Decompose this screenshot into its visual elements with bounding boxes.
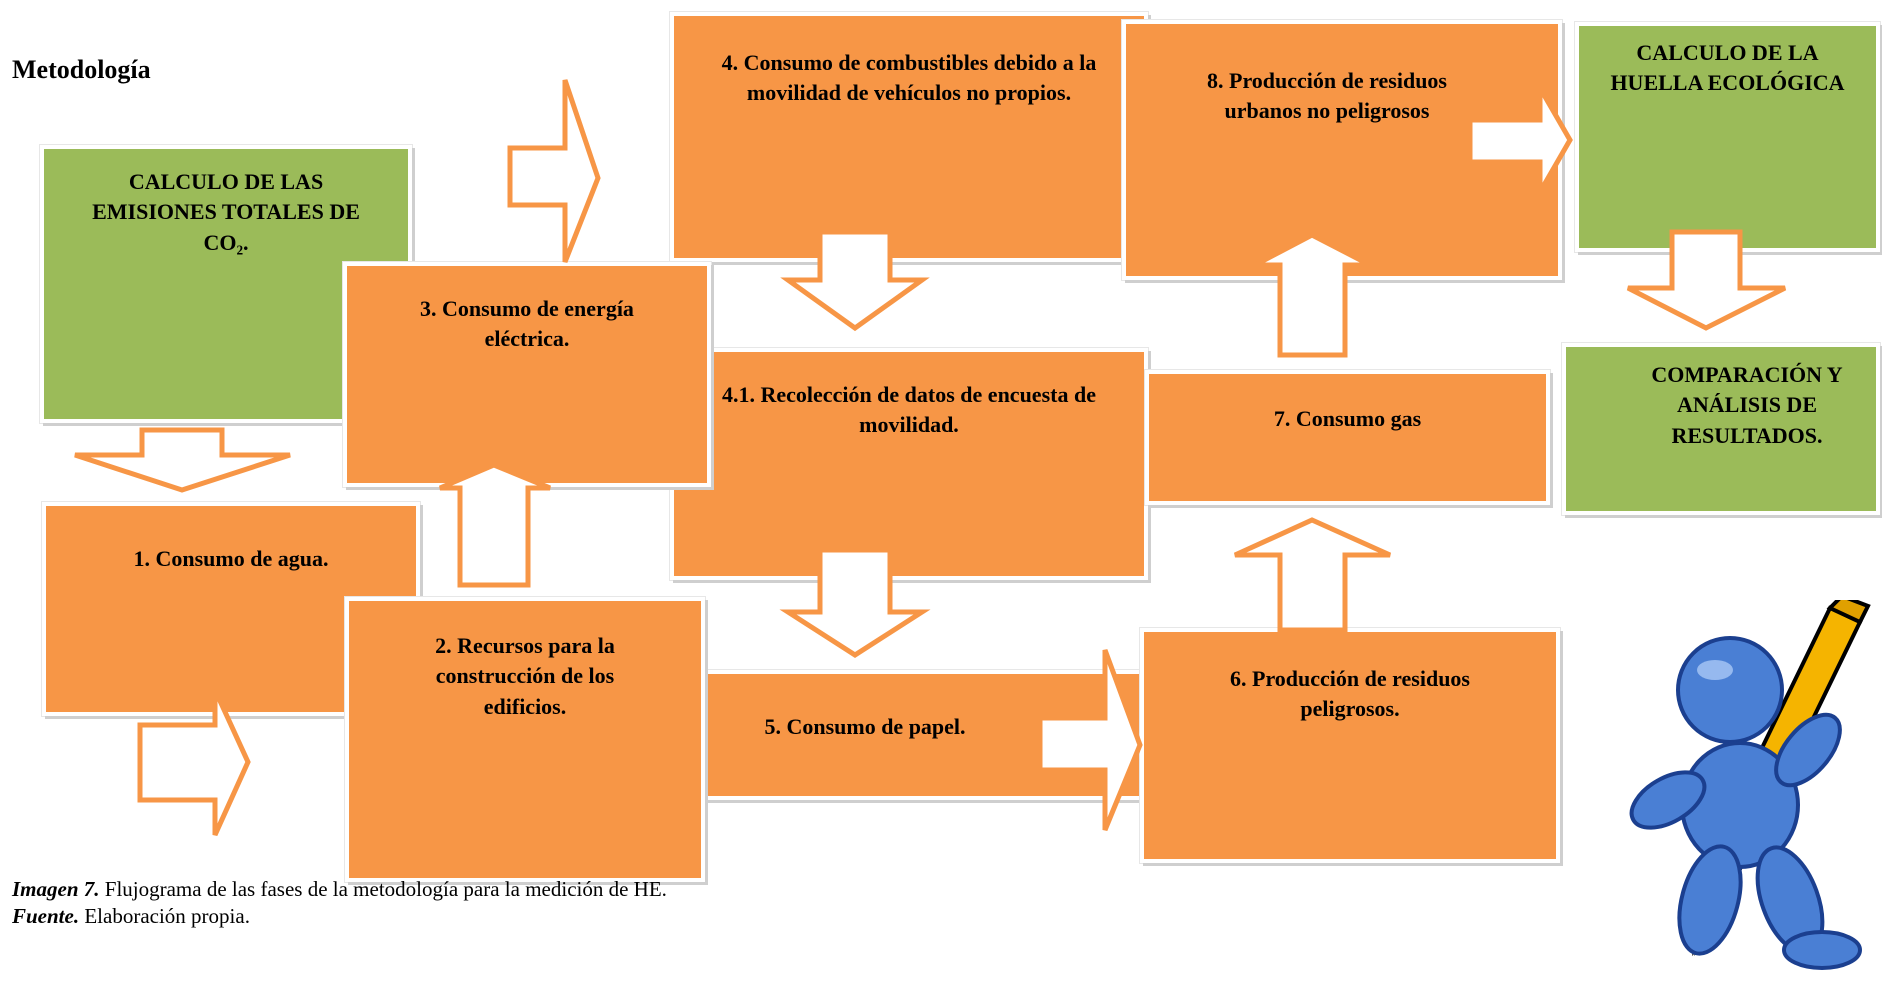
node-3-electricity-label: 3. Consumo de energía eléctrica. (420, 296, 634, 352)
node-4-fuel: 4. Consumo de combustibles debido a la m… (670, 12, 1148, 262)
caption-label-source: Fuente. (12, 904, 80, 928)
figure-foot-right (1782, 930, 1862, 970)
node-comparison-label: COMPARACIÓN Y ANÁLISIS DE RESULTADOS. (1651, 362, 1843, 448)
figure-head (1676, 636, 1784, 744)
arrow-n41-to-n5 (779, 547, 931, 658)
node-1-water-label: 1. Consumo de agua. (133, 546, 329, 571)
node-5-paper-label: 5. Consumo de papel. (764, 714, 966, 739)
node-ecological-footprint: CALCULO DE LA HUELLA ECOLÓGICA (1575, 22, 1880, 252)
node-6-hazardous-waste: 6. Producción de residuos peligrosos. (1140, 628, 1560, 863)
arrow-n3-to-n4 (507, 79, 601, 263)
caption-text-source: Elaboración propia. (79, 904, 250, 928)
node-4-fuel-label: 4. Consumo de combustibles debido a la m… (721, 50, 1097, 106)
figure-arm-right (1774, 712, 1842, 788)
arrow-n5-to-n6 (1037, 649, 1143, 831)
node-2-construction-label: 2. Recursos para la construcción de los … (435, 633, 615, 719)
figure-leg-left (1677, 844, 1743, 956)
arrow-n2-to-n3 (439, 462, 551, 588)
node-7-gas: 7. Consumo gas (1145, 370, 1550, 505)
arrow-co2-to-n1 (74, 427, 291, 493)
caption-line-1: Imagen 7. Flujograma de las fases de la … (12, 876, 667, 903)
node-comparison: COMPARACIÓN Y ANÁLISIS DE RESULTADOS. (1562, 343, 1880, 515)
arrow-n4-to-n41 (780, 229, 930, 332)
node-8-urban-waste-label: 8. Producción de residuos urbanos no pel… (1207, 68, 1447, 124)
arrow-huella-to-comparison (1626, 229, 1787, 331)
node-41-survey-label: 4.1. Recolección de datos de encuesta de… (722, 382, 1096, 438)
node-6-hazardous-waste-label: 6. Producción de residuos peligrosos. (1230, 666, 1470, 722)
arrow-n7-to-n8 (1253, 232, 1372, 358)
node-2-construction: 2. Recursos para la construcción de los … (345, 597, 705, 882)
node-ecological-footprint-label: CALCULO DE LA HUELLA ECOLÓGICA (1610, 40, 1845, 96)
page-heading: Metodología (12, 55, 151, 84)
arrow-n8-to-huella (1467, 78, 1573, 202)
figure-arm-left (1629, 770, 1707, 830)
figure-caption: Imagen 7. Flujograma de las fases de la … (12, 876, 667, 930)
arrow-n6-to-n7 (1233, 517, 1392, 633)
caption-line-2: Fuente. Elaboración propia. (12, 903, 667, 930)
caption-text-image: Flujograma de las fases de la metodologí… (99, 877, 667, 901)
arrow-n1-to-n2 (137, 688, 251, 837)
caption-label-image: Imagen 7. (12, 877, 100, 901)
node-7-gas-label: 7. Consumo gas (1273, 406, 1422, 431)
pencil-figure-icon (1629, 600, 1871, 970)
node-co2-emissions-label: CALCULO DE LAS EMISIONES TOTALES DE CO₂. (92, 169, 360, 255)
node-41-survey: 4.1. Recolección de datos de encuesta de… (670, 348, 1148, 580)
